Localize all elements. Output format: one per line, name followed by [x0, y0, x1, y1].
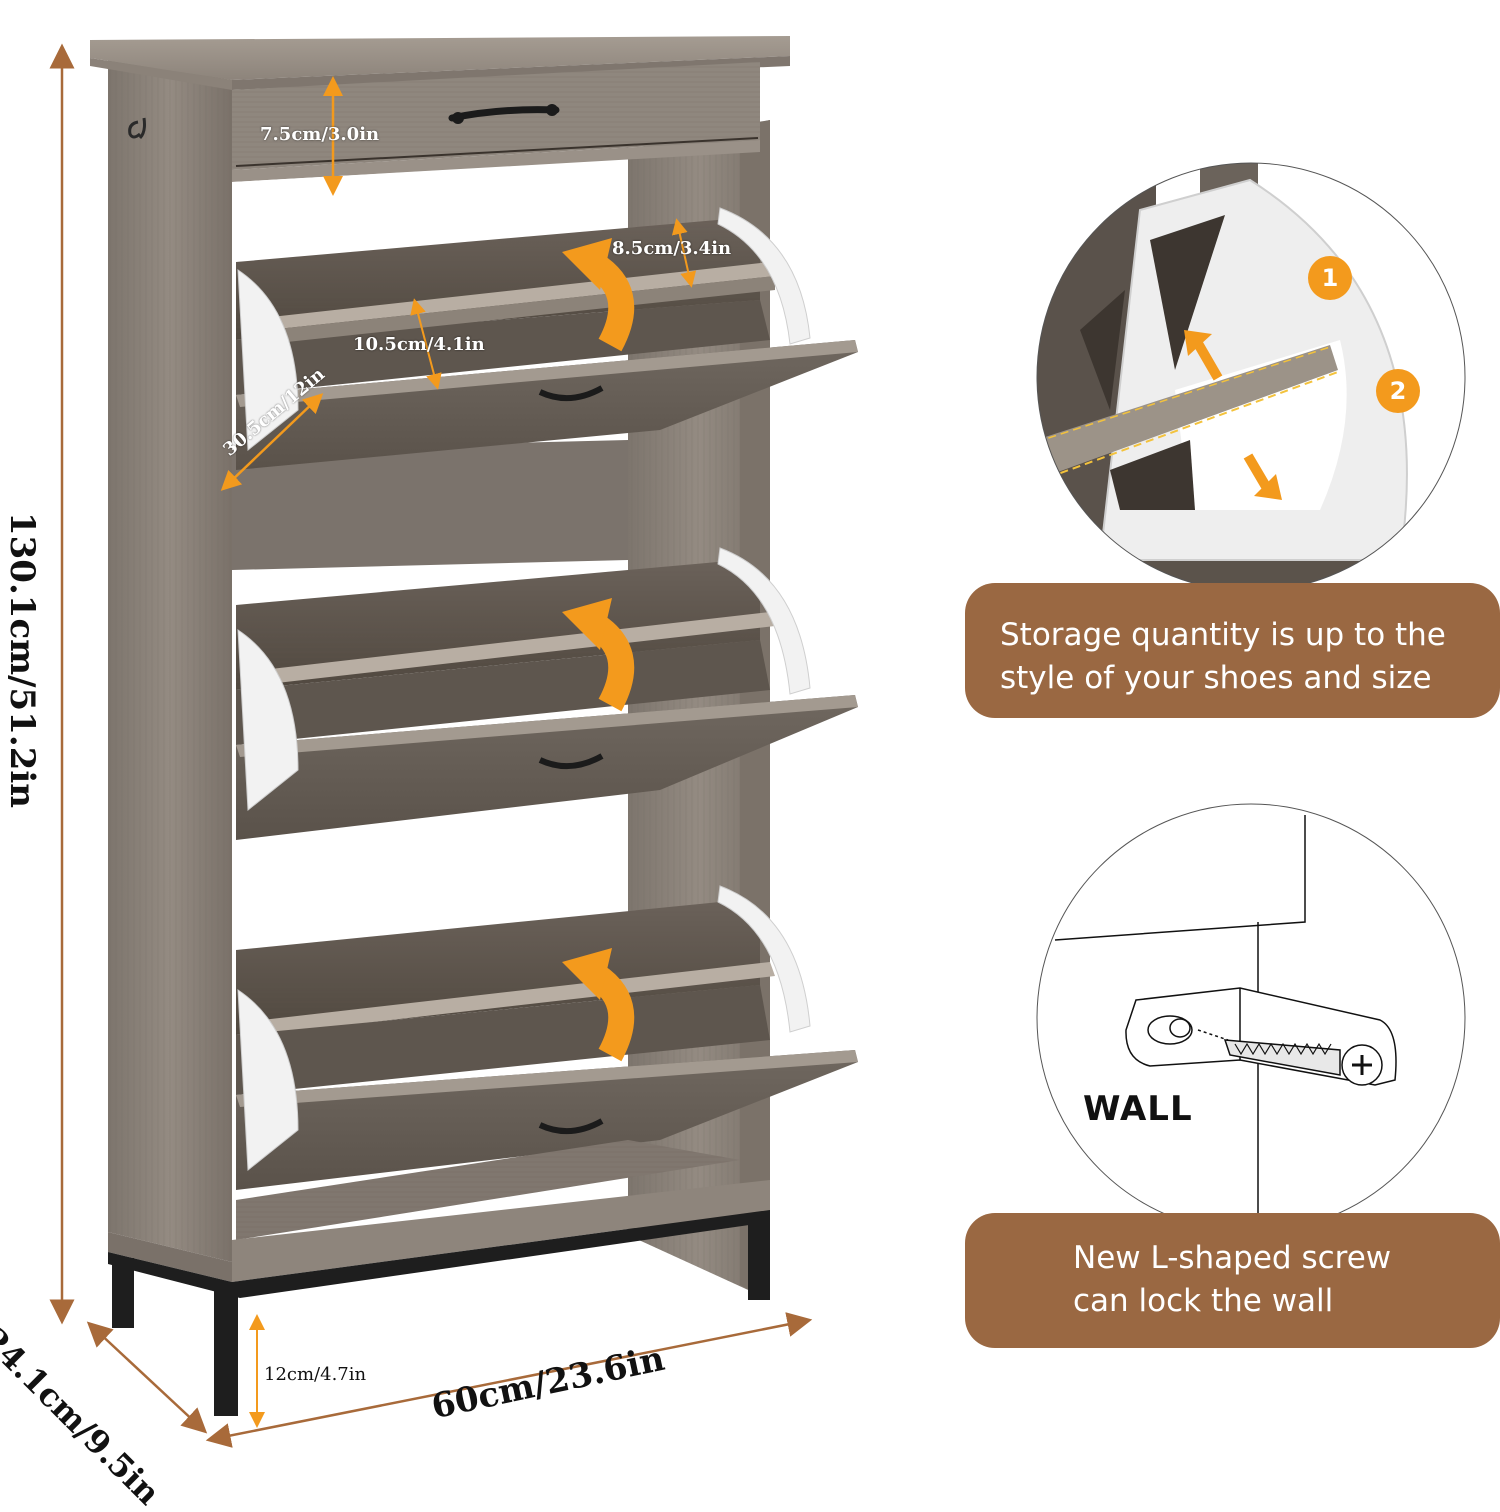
total-height-label: 130.1cm/51.2in	[2, 511, 42, 808]
compartment-top-gap-label: 8.5cm/3.4in	[612, 238, 732, 259]
compartment-height-label: 10.5cm/4.1in	[353, 334, 485, 355]
cabinet-illustration	[49, 36, 1466, 1448]
flip-compartment-1	[236, 207, 858, 470]
hinge-step-1-badge: 1	[1308, 256, 1352, 300]
hinge-detail-circle	[1036, 162, 1466, 592]
screw-callout-line-1: New L-shaped screw	[1073, 1240, 1392, 1276]
drawer-handle	[448, 104, 560, 124]
flip-compartment-3	[236, 885, 858, 1190]
cabinet-left-side-panel	[108, 58, 232, 1262]
storage-callout-line-2: style of your shoes and size	[1000, 660, 1432, 696]
coat-hook-icon	[128, 117, 146, 140]
flip-compartment-2	[236, 547, 858, 840]
storage-quantity-callout: Storage quantity is up to the style of y…	[965, 583, 1500, 718]
wall-label: WALL	[1083, 1089, 1193, 1129]
wall-screw-detail-circle	[1036, 803, 1466, 1233]
screw-callout-line-2: can lock the wall	[1073, 1283, 1334, 1319]
dimension-lines	[49, 43, 813, 1448]
cabinet-top	[90, 36, 790, 90]
bottom-open-shelf	[108, 1140, 770, 1282]
l-shaped-screw-callout: New L-shaped screw can lock the wall	[965, 1213, 1500, 1348]
drawer	[232, 62, 760, 182]
product-infographic: 7.5cm/3.0in 8.5cm/3.4in 10.5cm/4.1in 30.…	[0, 36, 1500, 1512]
leg-height-label: 12cm/4.7in	[264, 1364, 367, 1385]
hinge-step-2-badge: 2	[1376, 369, 1420, 413]
storage-callout-line-1: Storage quantity is up to the	[1000, 617, 1446, 653]
drawer-height-label: 7.5cm/3.0in	[260, 124, 380, 145]
